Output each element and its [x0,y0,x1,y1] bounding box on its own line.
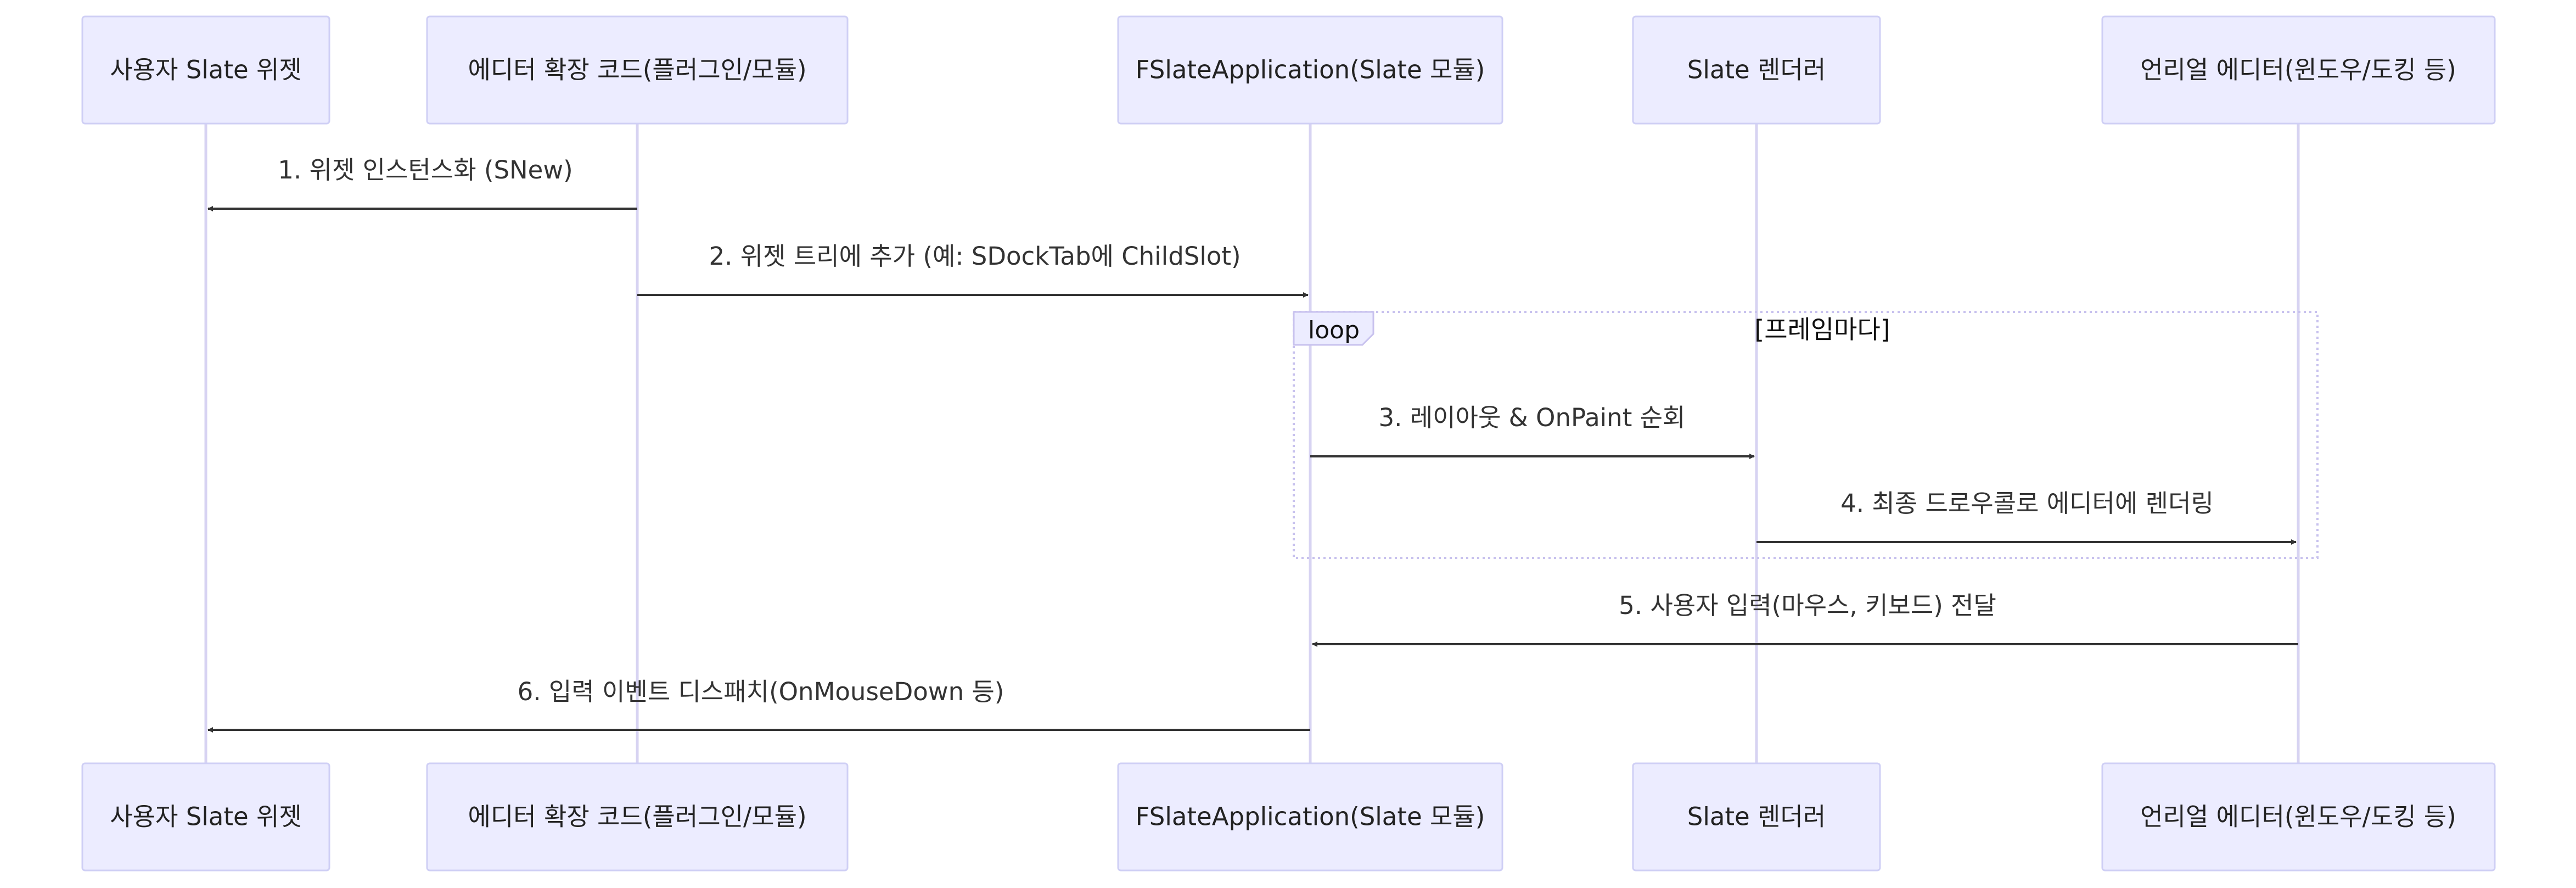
actor-box [1632,15,1881,125]
message-label: 3. 레이아웃 & OnPaint 순회 [1379,403,1686,432]
actor-label: FSlateApplication(Slate 모듈) [1136,55,1485,85]
actors-bottom: 사용자 Slate 위젯 에디터 확장 코드(플러그인/모듈) FSlateAp… [81,762,2496,872]
actor-bottom-slate-widget: 사용자 Slate 위젯 [81,762,330,872]
actors-top: 사용자 Slate 위젯 에디터 확장 코드(플러그인/모듈) FSlateAp… [81,15,2496,125]
actor-bottom-unreal-editor: 언리얼 에디터(윈도우/도킹 등) [2101,762,2496,872]
lifelines [204,124,2300,763]
actor-bottom-fslate-application: FSlateApplication(Slate 모듈) [1117,762,1503,872]
message-6: 6. 입력 이벤트 디스패치(OnMouseDown 등) [207,677,1310,733]
actor-label: 언리얼 에디터(윈도우/도킹 등) [2140,55,2456,85]
message-label: 5. 사용자 입력(마우스, 키보드) 전달 [1619,591,1996,620]
message-label: 4. 최종 드로우콜로 에디터에 렌더링 [1840,489,2214,518]
actor-box [426,762,849,872]
loop-keyword: loop [1308,316,1360,344]
actor-top-slate-renderer: Slate 렌더러 [1632,15,1881,125]
actor-box [2101,762,2496,872]
loop-fragment: loop [프레임마다] [1293,311,2319,559]
actor-top-editor-extension: 에디터 확장 코드(플러그인/모듈) [426,15,849,125]
actor-top-slate-widget: 사용자 Slate 위젯 [81,15,330,125]
actor-bottom-slate-renderer: Slate 렌더러 [1632,762,1881,872]
actor-box [81,762,330,872]
actor-label: FSlateApplication(Slate 모듈) [1136,802,1485,831]
message-label: 1. 위젯 인스턴스화 (SNew) [278,155,573,185]
actor-label: Slate 렌더러 [1687,802,1826,831]
actor-box [1117,15,1503,125]
actor-top-unreal-editor: 언리얼 에디터(윈도우/도킹 등) [2101,15,2496,125]
message-3: 3. 레이아웃 & OnPaint 순회 [1310,403,1755,459]
loop-condition: [프레임마다] [1754,315,1890,344]
actor-label: 사용자 Slate 위젯 [110,802,302,831]
actor-bottom-editor-extension: 에디터 확장 코드(플러그인/모듈) [426,762,849,872]
actor-label: 에디터 확장 코드(플러그인/모듈) [468,802,806,831]
messages: 1. 위젯 인스턴스화 (SNew) 2. 위젯 트리에 추가 (예: SDoc… [207,155,2298,733]
actor-box [2101,15,2496,125]
message-1: 1. 위젯 인스턴스화 (SNew) [207,155,637,211]
message-5: 5. 사용자 입력(마우스, 키보드) 전달 [1312,591,2298,647]
message-label: 2. 위젯 트리에 추가 (예: SDockTab에 ChildSlot) [709,242,1241,271]
actor-box [426,15,849,125]
actor-label: 에디터 확장 코드(플러그인/모듈) [468,55,806,85]
actor-label: 언리얼 에디터(윈도우/도킹 등) [2140,802,2456,831]
actor-box [1117,762,1503,872]
actor-box [1632,762,1881,872]
message-label: 6. 입력 이벤트 디스패치(OnMouseDown 등) [518,677,1004,706]
loop-tab [1293,311,1374,346]
message-4: 4. 최종 드로우콜로 에디터에 렌더링 [1756,489,2297,545]
actor-top-fslate-application: FSlateApplication(Slate 모듈) [1117,15,1503,125]
message-2: 2. 위젯 트리에 추가 (예: SDockTab에 ChildSlot) [637,242,1309,298]
actor-box [81,15,330,125]
actor-label: 사용자 Slate 위젯 [110,55,302,85]
loop-frame [1293,311,2319,559]
actor-label: Slate 렌더러 [1687,55,1826,85]
